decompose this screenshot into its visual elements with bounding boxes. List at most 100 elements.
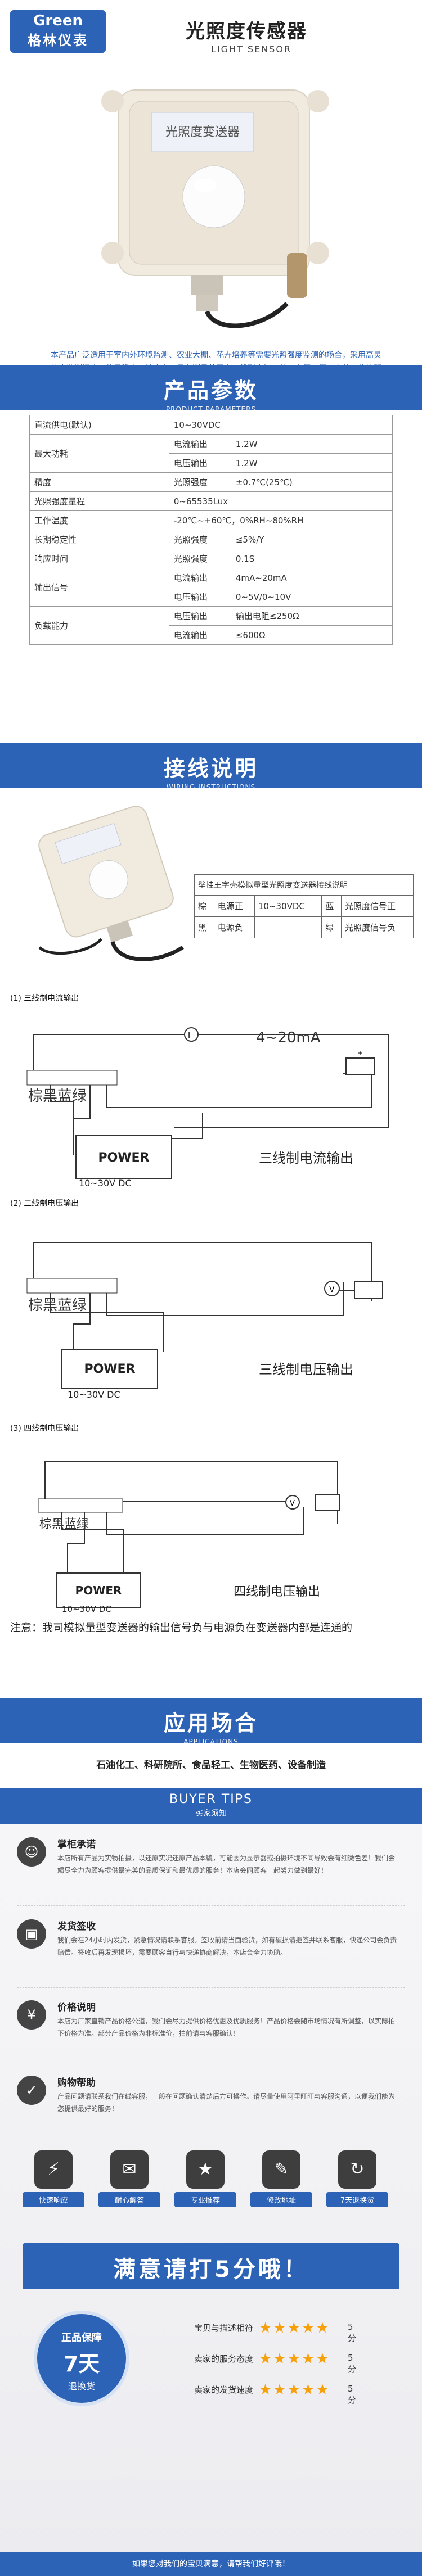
svg-text:+: + [357,1049,363,1057]
table-row: 工作温度-20℃~+60℃，0%RH~80%RH [29,510,393,530]
power-dc-label: 10~30V DC [62,1604,111,1614]
brand-name-cn: 格林仪表 [28,33,88,48]
svg-text:I: I [188,1031,190,1040]
wiring-subtitle: WIRING INSTRUCTIONS [166,783,256,791]
power-label: POWER [75,1584,122,1597]
wire-colors-label: 棕黑蓝绿 [28,1297,87,1314]
service-label: 快速响应 [23,2192,84,2207]
rating-footer-text: 如果您对我们的宝贝满意，请帮我们好评哦！ [132,2560,290,2569]
svg-text:V: V [329,1285,335,1294]
applications-text: 石油化工、科研院所、食品轻工、生物医药、设备制造 [96,1760,326,1771]
rating-label: 宝贝与描述相符 [194,2323,253,2333]
lightning-icon: ⚡ [34,2150,73,2189]
tip-item: ☺ 掌柜承诺 本店所有产品为实物拍摄，以还原实况还原产品本貌，可能因为显示器或拍… [17,1834,405,1906]
device-illustration: 光照度变送器 [101,89,329,328]
buyer-tips-banner: BUYER TIPS 买家须知 [0,1788,422,1824]
table-row: 负载能力电压输出输出电阻≤250Ω [29,606,393,645]
section3-caption: (3) 四线制电压输出 [10,1424,79,1433]
device-label: 光照度变送器 [165,125,240,139]
rating-banner: 满意请打5分哦！ [23,2243,399,2289]
page-subtitle: LIGHT SENSOR [211,44,292,55]
power-label: POWER [98,1151,149,1165]
price-icon: ¥ [17,2000,46,2030]
params-title: 产品参数 [163,378,258,403]
stars-icon: ★★★★★ [259,2320,330,2337]
rating-score: 5分 [348,2322,357,2343]
badge-top: 正品保障 [61,2332,102,2344]
buyer-tips-title: BUYER TIPS [169,1792,253,1806]
diagram-name: 四线制电压输出 [234,1585,320,1599]
table-row: 长期稳定性光照强度≤5%/Y [29,530,393,549]
wire-colors-label: 棕黑蓝绿 [28,1088,87,1105]
diagram-current-3wire: I 4~20mA + 棕黑蓝绿 POWER 10~30V DC 三线制电流输出 [26,1027,389,1186]
chat-icon: ✉ [110,2150,149,2189]
service-label: 耐心解答 [98,2192,160,2207]
tip-item: ▣ 发货签收 我们会在24小时内发货，紧急情况请联系客服。签收前请当面验货，如有… [17,1916,405,1988]
diagram-voltage-4wire: V 棕黑蓝绿 POWER 10~30V DC 四线制电压输出 [38,1461,340,1614]
service-label: 修改地址 [250,2192,312,2207]
service-return: ↻ 7天退换货 [326,2150,388,2207]
power-dc-label: 10~30V DC [79,1178,132,1186]
applications-subtitle: APPLICATIONS [183,1738,239,1746]
device-wiring-image [38,806,184,961]
rating-footer: 如果您对我们的宝贝满意，请帮我们好评哦！ [0,2552,422,2576]
wiring-header: 接线说明 WIRING INSTRUCTIONS [0,743,422,791]
table-row: 电流输出≤600Ω [30,625,393,645]
tip-heading: 购物帮助 [57,2077,96,2089]
rating-score: 5分 [348,2384,357,2405]
help-icon: ✓ [17,2076,46,2105]
package-icon: ▣ [17,1919,46,1949]
badge-bot: 退换货 [68,2381,95,2392]
wiring-box-title: 壁挂王字壳模拟量型光照度变送器接线说明 [194,874,414,896]
badge-num: 7天 [63,2352,100,2376]
return-icon: ↻ [338,2150,376,2189]
rating-label: 卖家的服务态度 [194,2354,253,2364]
buyer-tips-subtitle: 买家须知 [195,1809,227,1818]
applications-title: 应用场合 [163,1711,258,1736]
table-row: 精度光照强度±0.7℃(25℃) [29,472,393,492]
guarantee-badge: 正品保障 7天 退换货 [34,2311,129,2406]
service-recommend: ★ 专业推荐 [174,2150,236,2207]
power-label: POWER [84,1362,135,1376]
tip-body: 本店所有产品为实物拍摄，以还原实况还原产品本貌，可能因为显示器或拍摄环境不同导致… [57,1854,396,1874]
service-label: 7天退换货 [326,2192,388,2207]
params-header: 产品参数 PRODUCT PARAMETERS [0,365,422,413]
section2-caption: (2) 三线制电压输出 [10,1199,79,1208]
table-row: 壁挂王字壳模拟量型光照度变送器接线说明 [194,874,414,896]
table-row: 黑电源负绿光照度信号负 [194,916,414,938]
tip-heading: 价格说明 [57,2002,96,2013]
tip-body: 我们会在24小时内发货，紧急情况请联系客服。签收前请当面验货，如有破损请拒签并联… [57,1936,397,1956]
edit-icon: ✎ [262,2150,300,2189]
tip-body: 本店为厂家直销产品价格公道，我们会尽力提供价格优惠及优质服务！产品价格会随市场情… [57,2017,396,2037]
wiring-note: 注意：我司模拟量型变送器的输出信号负与电源负在变送器内部是连通的 [10,1621,353,1634]
service-patient-answer: ✉ 耐心解答 [98,2150,160,2207]
table-row: 直流供电(默认)10~30VDC [29,415,393,435]
page-title: 光照度传感器 [186,20,307,43]
tip-item: ✓ 购物帮助 产品问题请联系我们在线客服，一般在问题确认清楚后方可操作。请尽量使… [17,2072,405,2134]
service-change-address: ✎ 修改地址 [250,2150,312,2207]
svg-text:V: V [290,1499,295,1508]
tip-heading: 掌柜承诺 [57,1839,96,1850]
wiring-title: 接线说明 [163,756,258,781]
diagram-voltage-3wire: V 棕黑蓝绿 POWER 10~30V DC 三线制电压输出 [26,1242,383,1400]
tip-body: 产品问题请联系我们在线客服，一般在问题确认清楚后方可操作。请尽量使用阿里旺旺与客… [57,2093,396,2113]
diagram-name: 三线制电流输出 [259,1150,353,1166]
brand-name-en: Green [33,12,83,29]
tip-item: ¥ 价格说明 本店为厂家直销产品价格公道，我们会尽力提供价格优惠及优质服务！产品… [17,1997,405,2063]
star-icon: ★ [186,2150,225,2189]
power-dc-label: 10~30V DC [68,1389,120,1400]
params-subtitle: PRODUCT PARAMETERS [165,405,257,413]
section1-caption: (1) 三线制电流输出 [10,994,79,1003]
tip-heading: 发货签收 [57,1921,96,1932]
service-label: 专业推荐 [174,2192,236,2207]
applications-header: 应用场合 APPLICATIONS [0,1698,422,1746]
